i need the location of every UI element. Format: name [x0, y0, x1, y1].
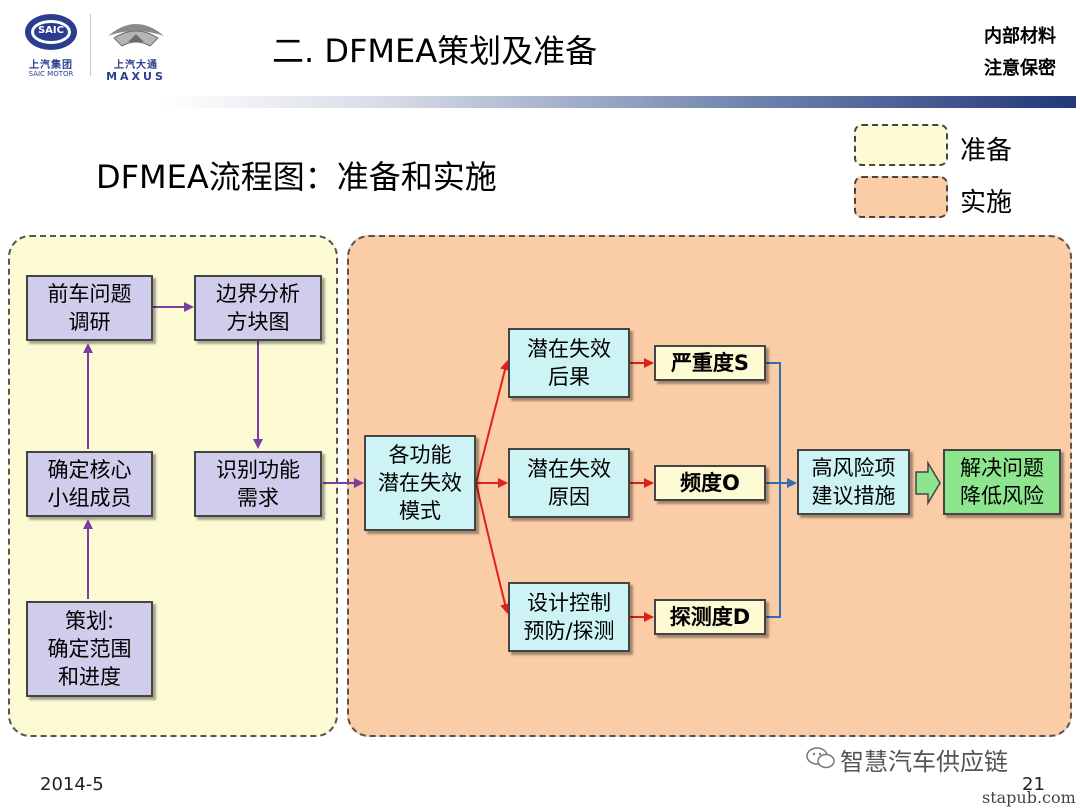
maxus-logo-cn: 上汽大通 [114, 60, 158, 71]
node-detection: 探测度D [654, 599, 766, 635]
node-core-team: 确定核心 小组成员 [26, 451, 153, 517]
node-severity: 严重度S [654, 345, 766, 381]
logo-divider [90, 14, 91, 76]
confidential-line-2: 注意保密 [984, 58, 1056, 79]
line-severity-to-risk [766, 362, 781, 483]
diagram-subtitle: DFMEA流程图：准备和实施 [96, 158, 497, 196]
node-solve-reduce-risk: 解决问题 降低风险 [943, 449, 1061, 515]
site-watermark: stapub.com [982, 788, 1076, 807]
saic-logo-en: SAIC MOTOR [28, 70, 74, 78]
node-previous-issues: 前车问题 调研 [26, 275, 153, 341]
node-occurrence: 频度O [654, 465, 766, 501]
legend-prepare-label: 准备 [960, 136, 1013, 166]
node-failure-modes: 各功能 潜在失效 模式 [364, 435, 476, 531]
line-detection-to-risk [766, 483, 781, 618]
page-title: 二. DFMEA策划及准备 [272, 32, 598, 70]
maxus-logo-en: MAXUS [106, 70, 166, 83]
legend-prepare-swatch [854, 124, 948, 166]
saic-logo-icon [25, 14, 77, 50]
arrow-modes-to-effects [475, 360, 510, 484]
legend-implement-label: 实施 [960, 188, 1013, 218]
saic-logo-mark: SAIC [37, 25, 64, 36]
header-gradient-bar [160, 96, 1076, 108]
arrow-modes-to-controls [475, 482, 510, 614]
node-failure-effects: 潜在失效 后果 [508, 328, 630, 398]
saic-logo: SAIC 上汽集团 SAIC MOTOR [20, 12, 82, 84]
block-arrow-risk-to-solve [915, 460, 941, 506]
wechat-icon [806, 747, 835, 769]
watermark-text: 智慧汽车供应链 [840, 748, 1008, 776]
saic-logo-cn: 上汽集团 [29, 60, 73, 71]
confidential-line-1: 内部材料 [984, 26, 1056, 47]
maxus-logo: 上汽大通 MAXUS [100, 12, 172, 84]
node-planning: 策划: 确定范围 和进度 [26, 601, 153, 697]
footer-date: 2014-5 [40, 774, 104, 795]
node-function-requirements: 识别功能 需求 [194, 451, 322, 517]
legend-implement-swatch [854, 176, 948, 218]
node-failure-causes: 潜在失效 原因 [508, 448, 630, 518]
node-design-controls: 设计控制 预防/探测 [508, 582, 630, 652]
node-high-risk-actions: 高风险项 建议措施 [797, 449, 910, 515]
maxus-logo-icon [108, 24, 164, 47]
node-boundary-analysis: 边界分析 方块图 [194, 275, 322, 341]
page-number: 21 [1022, 774, 1045, 795]
